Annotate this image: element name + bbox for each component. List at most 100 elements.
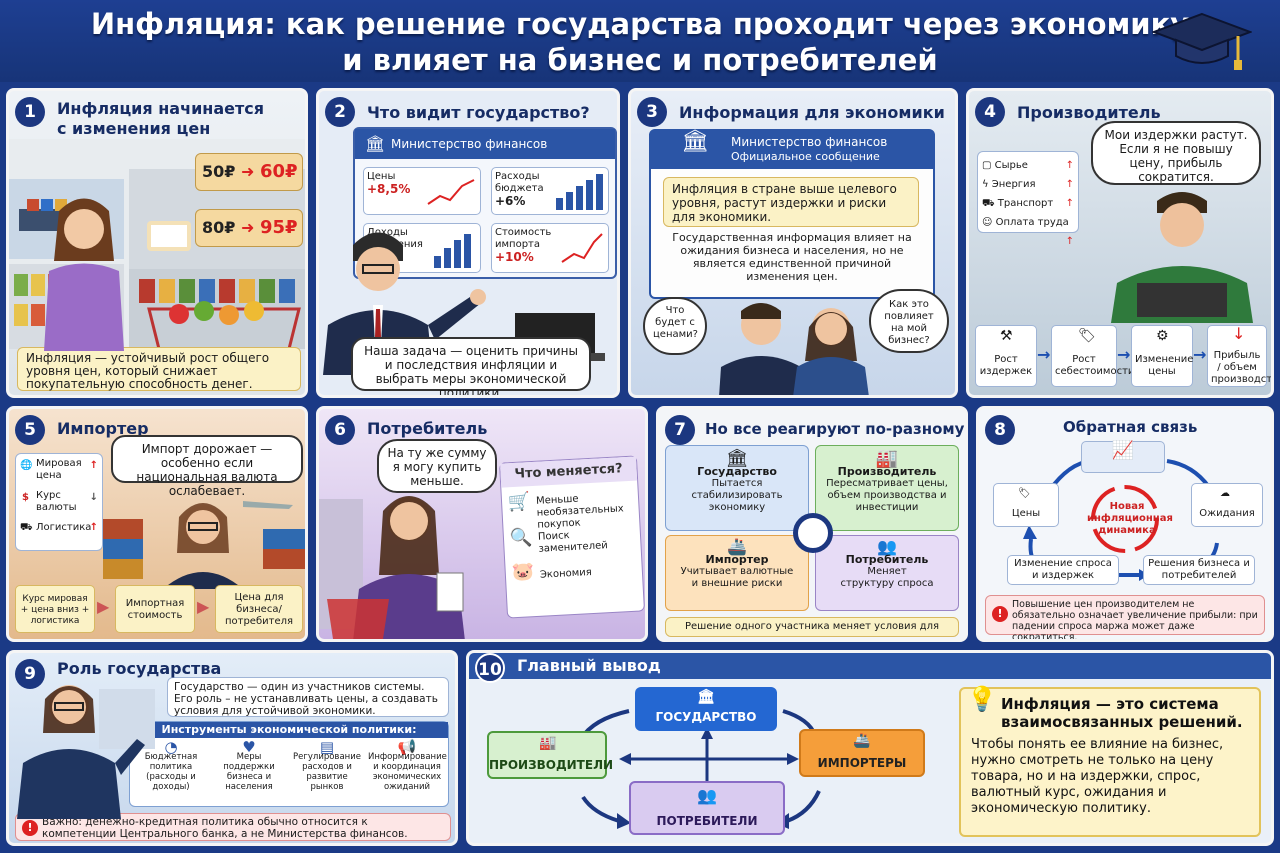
import-flow: Курс мировая + цена вниз + логистика ▶ И… bbox=[15, 583, 305, 635]
page-header: Инфляция: как решение государства проход… bbox=[0, 0, 1280, 82]
cost-label: Оплата труда bbox=[995, 217, 1069, 228]
panel-number: 10 bbox=[475, 653, 505, 683]
bank-building-icon: 🏛 bbox=[725, 448, 749, 469]
panel-producer: 4 Производитель Мои издержки растут. Есл… bbox=[966, 88, 1274, 398]
cost-label: Транспорт bbox=[997, 198, 1054, 209]
trend-up-icon bbox=[427, 179, 475, 205]
flow-label: Рост себестоимости bbox=[1055, 354, 1135, 377]
trend-up-icon bbox=[561, 233, 603, 263]
panel-title: Импортер bbox=[57, 419, 149, 438]
ship-icon: 🚢 bbox=[727, 537, 747, 556]
magnifier-icon: 🔍 bbox=[509, 527, 533, 550]
node-prices: 🏷 Цены bbox=[993, 483, 1059, 527]
arrow-right-icon: ▶ bbox=[197, 597, 210, 616]
node-government: 🏛 ГОСУДАРСТВО bbox=[635, 687, 777, 731]
state-official-woman-illustration bbox=[17, 685, 155, 819]
change-label: Экономия bbox=[539, 567, 593, 581]
tool-item: ◔Бюджетная политика (расходы и доходы) bbox=[134, 740, 208, 793]
document-icon: ▤ bbox=[319, 738, 335, 756]
node-importers: 🚢ИМПОРТЕРЫ bbox=[799, 729, 925, 777]
panel-number: 2 bbox=[325, 97, 355, 127]
globe-icon: 🌐 bbox=[20, 460, 33, 471]
tool-label: Регулирование расходов и развитие рынков bbox=[293, 752, 361, 792]
node-label: Ожидания bbox=[1199, 508, 1255, 519]
piggy-bank-icon: 🐷 bbox=[511, 561, 535, 584]
flow-step: ⚒Рост издержек bbox=[975, 325, 1037, 387]
actor-desc: Меняет структуру спроса bbox=[840, 566, 934, 589]
gear-icon: ⚙ bbox=[1156, 328, 1169, 344]
ship-icon: 🚢 bbox=[853, 733, 871, 749]
question-bubble-prices: Что будет с ценами? bbox=[643, 297, 707, 355]
price-tag-bread: 50₽ ➜ 60₽ bbox=[195, 153, 303, 191]
flow-step: Цена для бизнеса/ потребителя bbox=[215, 585, 303, 633]
panel-title-line1: Инфляция начинается bbox=[57, 99, 265, 118]
cost-item: ⛟ Транспорт ↑ bbox=[982, 194, 1074, 213]
cart-icon: 🛒 bbox=[507, 491, 532, 514]
cycle-icon bbox=[793, 513, 833, 553]
up-arrow-icon: ↑ bbox=[89, 460, 98, 471]
role-text: Государство — один из участников системы… bbox=[167, 677, 449, 717]
tool-label: Информирование и координация экономическ… bbox=[368, 752, 447, 792]
message-header: 🏛 Министерство финансов Официальное сооб… bbox=[651, 131, 933, 169]
reaction-footnote: Решение одного участника меняет условия … bbox=[665, 617, 959, 637]
factor-label: Логистика bbox=[36, 522, 92, 533]
conclusion-card: 💡 Инфляция — это система взаимосвязанных… bbox=[959, 687, 1261, 837]
tool-item: ▤Регулирование расходов и развитие рынко… bbox=[290, 738, 364, 793]
price-tag-icon: 🏷 bbox=[1018, 488, 1031, 499]
panel-state-role: 9 Роль государства Государство — один из… bbox=[6, 650, 458, 846]
tool-item: 📢Информирование и координация экономичес… bbox=[368, 738, 447, 793]
bar-chart-icon bbox=[556, 174, 603, 210]
down-arrow-icon: ↓ bbox=[1232, 324, 1246, 343]
change-label: Поиск заменителей bbox=[537, 530, 608, 555]
actor-title: Государство bbox=[697, 465, 777, 478]
bank-building-icon: 🏛 bbox=[681, 129, 709, 154]
node-label: ГОСУДАРСТВО bbox=[655, 710, 757, 724]
panel-consumer: 6 Потребитель На ту же сумму я могу купи… bbox=[316, 406, 648, 642]
actor-government: 🏛 Государство Пытается стабилизировать э… bbox=[665, 445, 809, 531]
what-changes-card: Что меняется? 🛒Меньше необязательных пок… bbox=[499, 455, 645, 619]
tools-panel: Инструменты экономической политики: ◔Бюд… bbox=[129, 721, 449, 807]
node-demand: Изменение спроса и издержек bbox=[1007, 555, 1119, 585]
arrow-right-icon: ▶ bbox=[97, 597, 110, 616]
bank-building-icon: 🏛 bbox=[365, 134, 386, 153]
up-arrow-icon: ↑ bbox=[1065, 198, 1074, 209]
actor-title: Производитель bbox=[837, 465, 937, 478]
dollar-icon: $ bbox=[22, 492, 29, 503]
dashboard-header: 🏛 Министерство финансов bbox=[355, 129, 615, 159]
lightning-icon: ϟ bbox=[982, 179, 992, 190]
node-decisions: Решения бизнеса и потребителей bbox=[1143, 555, 1255, 585]
page-title-line1: Инфляция: как решение государства проход… bbox=[90, 7, 1190, 41]
warning-icon: ! bbox=[22, 820, 38, 836]
heart-hands-icon: ♥ bbox=[242, 738, 256, 756]
actor-desc: Пересматривает цены, объем производства … bbox=[826, 478, 948, 513]
hammer-icon: ⚒ bbox=[1000, 328, 1013, 344]
panel-importer: 5 Импортер Импорт дорожает — особенно ес… bbox=[6, 406, 308, 642]
truck-icon: ⛟ bbox=[982, 198, 998, 209]
card-title: Что меняется? bbox=[500, 456, 638, 488]
flow-step: Импортная стоимость bbox=[115, 585, 195, 633]
woman-shopper-illustration bbox=[44, 198, 124, 351]
panel-info-economy: 3 Информация для экономики 🏛 Министерств… bbox=[628, 88, 958, 398]
ministry-sublabel: Официальное сообщение bbox=[731, 150, 880, 163]
panel-title: Роль государства bbox=[57, 659, 222, 678]
old-price: 80₽ bbox=[202, 218, 236, 237]
node-label: ПОТРЕБИТЕЛИ bbox=[656, 814, 758, 828]
actor-desc: Учитывает валютные и внешние риски bbox=[680, 566, 794, 589]
megaphone-icon: 📢 bbox=[397, 738, 417, 756]
node-label: Цены bbox=[1011, 508, 1041, 519]
up-arrow-icon: ↑ bbox=[1065, 179, 1074, 190]
stat-label: Стоимость импорта bbox=[495, 227, 552, 250]
tool-label: Бюджетная политика (расходы и доходы) bbox=[144, 752, 198, 792]
producer-speech-bubble: Мои издержки растут. Если я не повышу це… bbox=[1091, 121, 1261, 185]
price-tag-icon: 🏷 bbox=[1078, 328, 1096, 344]
worried-producer-illustration bbox=[1111, 192, 1253, 323]
node-label: ПРОИЗВОДИТЕЛИ bbox=[489, 758, 614, 772]
port-containers-illustration bbox=[103, 501, 305, 589]
panel-title: Информация для экономики bbox=[679, 103, 945, 122]
bank-building-icon: 🏛 bbox=[697, 689, 715, 705]
actor-importer: 🚢 Импортер Учитывает валютные и внешние … bbox=[665, 535, 809, 611]
actor-desc: Пытается стабилизировать экономику bbox=[691, 478, 783, 513]
people-icon: 👥 bbox=[877, 537, 897, 556]
flow-step: ⚙Изменение цены bbox=[1131, 325, 1193, 387]
